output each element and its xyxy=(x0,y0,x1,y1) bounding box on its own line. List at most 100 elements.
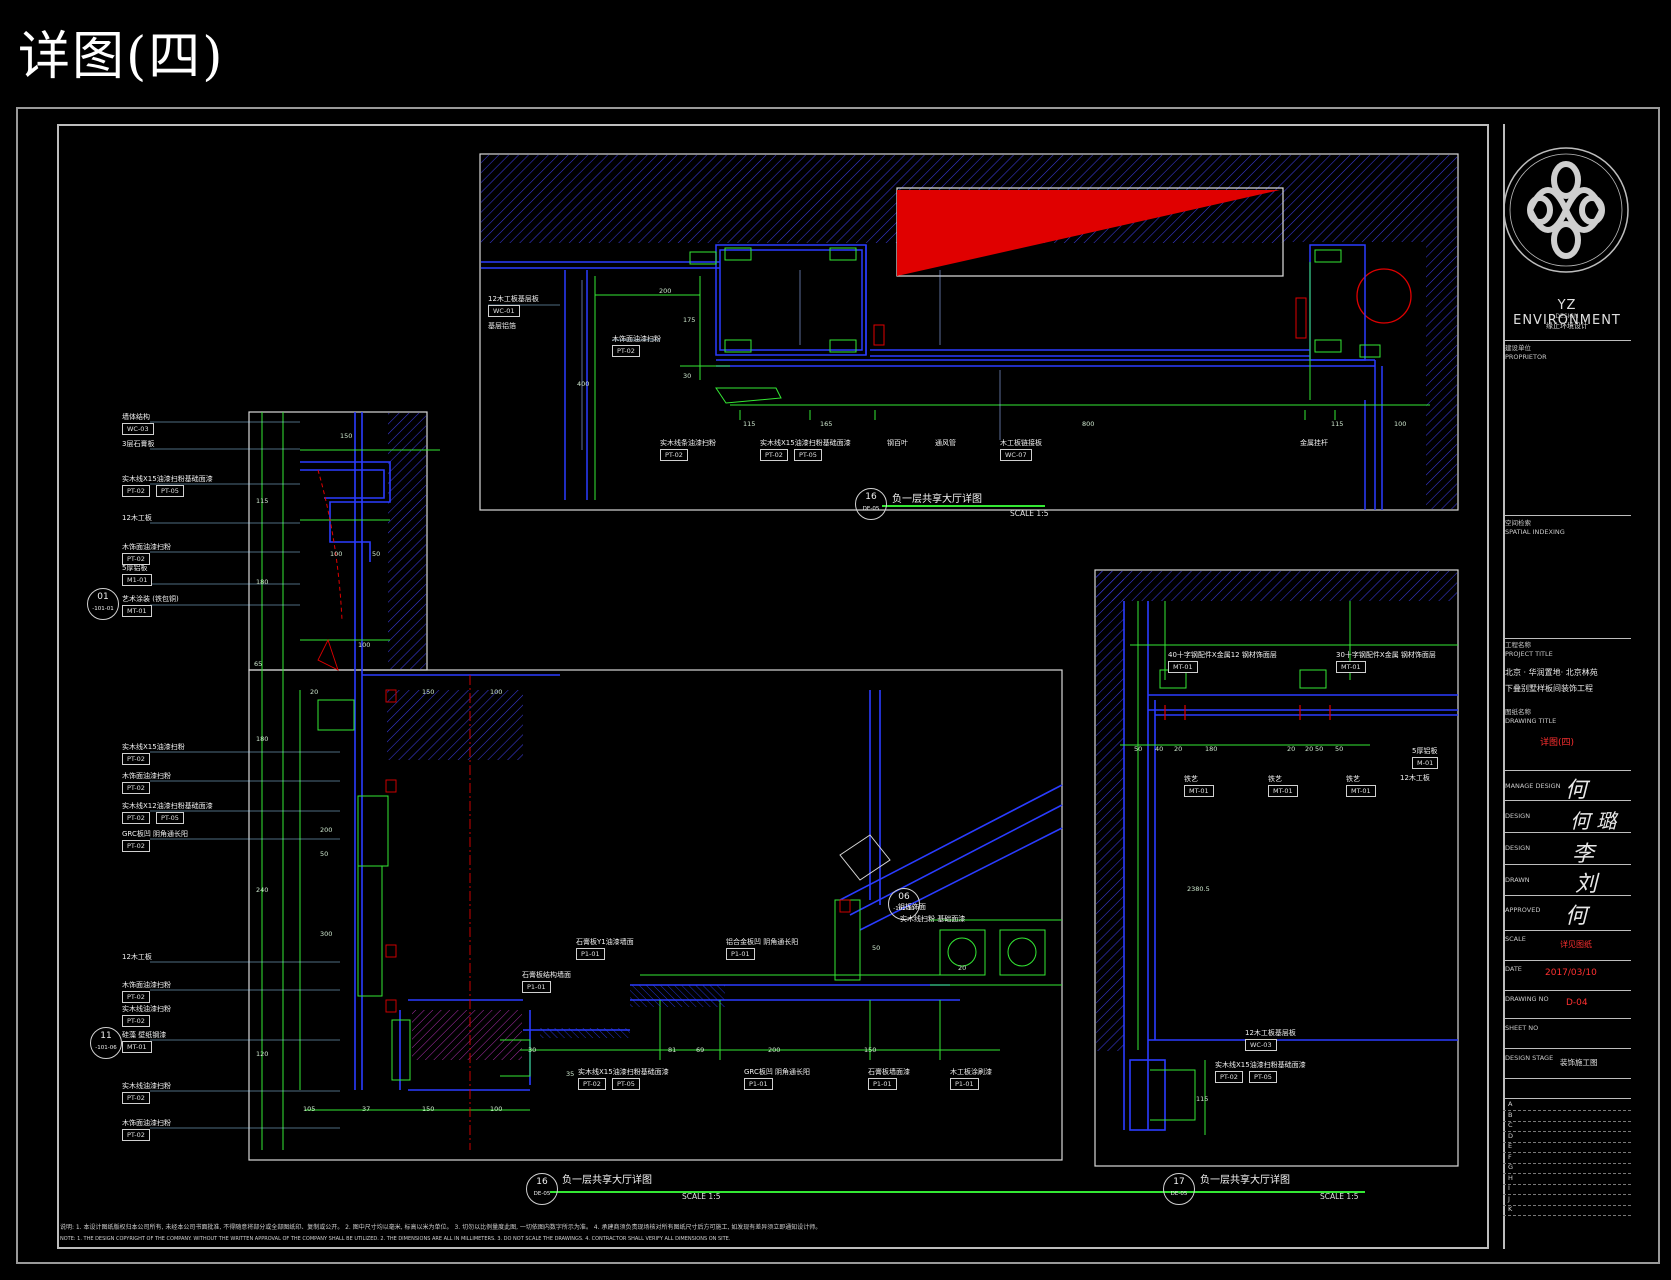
revision-row-A: A xyxy=(1508,1100,1513,1108)
revision-row-H: H xyxy=(1508,1173,1513,1182)
drawn-label: DRAWN xyxy=(1505,876,1530,884)
brand-name: YZ ENVIRONMENT xyxy=(1513,298,1621,328)
material-left-tag-15-0: PT-02 xyxy=(122,1092,150,1104)
material-top-label-8: 金属挂杆 xyxy=(1300,439,1328,447)
dimension-dims_left-5: 100 xyxy=(358,641,371,649)
revision-row-C: C xyxy=(1508,1121,1513,1129)
dimension-dims_mid-7: 20 xyxy=(958,964,967,972)
dimension-dims_right-8: 2380.5 xyxy=(1187,885,1210,893)
drawing-en: DRAWING TITLE xyxy=(1505,717,1557,725)
detail-17-drawing xyxy=(1094,569,1459,1167)
material-mid-label-0: 石膏板结构墙面 xyxy=(522,971,571,979)
project-cn: 工程名称 xyxy=(1505,641,1531,649)
material-right-tag-0-0: MT-01 xyxy=(1168,661,1198,673)
dimension-dims_top-3: 115 xyxy=(743,420,756,428)
material-top-label-1: 基层铝箔 xyxy=(488,322,516,330)
dimension-dims_mid-5: 35 xyxy=(566,1070,575,1078)
material-right-tag-7-0: WC-03 xyxy=(1245,1039,1277,1051)
dimension-dims_left-16: 105 xyxy=(303,1105,316,1113)
dimension-dims_left-17: 37 xyxy=(362,1105,371,1113)
material-mid-label-7: 石膏板墙面漆 xyxy=(868,1068,910,1076)
material-left-tag-10-0: PT-02 xyxy=(122,840,150,852)
material-top-label-0: 12木工板基层板 xyxy=(488,295,539,303)
dimension-dims_right-2: 20 xyxy=(1174,745,1183,753)
material-top-tag-2-0: PT-02 xyxy=(612,345,640,357)
revision-line-C xyxy=(1503,1131,1631,1132)
material-left-tag-5-0: M1-01 xyxy=(122,574,153,586)
design-label: DESIGN xyxy=(1505,812,1531,820)
dimension-dims_left-12: 50 xyxy=(320,850,329,858)
material-left-label-13: 实木线油漆扫粉 xyxy=(122,1005,171,1013)
dimension-dims_top-4: 165 xyxy=(820,420,833,428)
material-left-label-14: 硅藻 壁纸钢漆 xyxy=(122,1031,167,1039)
revision-line-D xyxy=(1503,1141,1631,1143)
design2-label: DESIGN xyxy=(1505,844,1531,852)
material-right-label-2: 5厚铝板 xyxy=(1412,747,1438,755)
material-right-tag-2-0: M-01 xyxy=(1412,757,1439,769)
detail-title-16-top: 负一层共享大厅详图 xyxy=(892,494,982,505)
material-top-label-5: 钢百叶 xyxy=(887,439,908,447)
material-mid-tag-0-0: P1-01 xyxy=(522,981,551,993)
dimension-dims_right-1: 40 xyxy=(1155,745,1164,753)
dimension-dims_left-14: 300 xyxy=(320,930,333,938)
date-value: 2017/03/10 xyxy=(1545,968,1597,978)
dimension-dims_mid-0: 30 xyxy=(528,1046,537,1054)
dimension-dims_right-6: 50 xyxy=(1315,745,1324,753)
revision-row-D: D xyxy=(1508,1131,1514,1140)
material-right-tag-1-0: MT-01 xyxy=(1336,661,1366,673)
material-left-label-16: 木饰面油漆扫粉 xyxy=(122,1119,171,1127)
material-left-tag-2-1: PT-05 xyxy=(156,485,184,497)
dimension-dims_right-5: 20 xyxy=(1305,745,1314,753)
material-right-label-8: 实木线X15油漆扫粉基础面漆 xyxy=(1215,1061,1306,1069)
detail-scale-16-top: SCALE 1:5 xyxy=(1010,509,1049,518)
material-mid-tag-8-0: P1-01 xyxy=(950,1078,979,1090)
material-left-tag-16-0: PT-02 xyxy=(122,1129,150,1141)
material-left-label-12: 木饰面油漆扫粉 xyxy=(122,981,171,989)
signature-drawn: 刘 xyxy=(1575,872,1598,897)
dimension-dims_top-5: 800 xyxy=(1082,420,1095,428)
revision-line-B xyxy=(1503,1120,1631,1122)
drawing-name: 详图(四) xyxy=(1540,738,1575,748)
revision-row-E: E xyxy=(1508,1142,1513,1150)
revision-row-J: J xyxy=(1508,1194,1510,1203)
material-top-tag-4-1: PT-05 xyxy=(794,449,822,461)
dimension-dims_left-4: 180 xyxy=(256,578,269,586)
dimension-dims_left-7: 20 xyxy=(310,688,319,696)
callout-11: 11-101-06 xyxy=(90,1027,122,1059)
material-left-label-11: 12木工板 xyxy=(122,953,152,961)
material-mid-tag-6-0: P1-01 xyxy=(744,1078,773,1090)
detail-16-left-drawing xyxy=(248,411,1063,1161)
material-left-tag-0-0: WC-03 xyxy=(122,423,154,435)
signature-manage: 何 xyxy=(1565,778,1588,803)
revision-line-F xyxy=(1503,1162,1631,1164)
material-top-label-3: 实木线条油漆扫粉 xyxy=(660,439,716,447)
material-left-label-3: 12木工板 xyxy=(122,514,152,522)
material-right-label-6: 铁艺 xyxy=(1346,775,1360,783)
project-name-1: 北京 · 华润置地· 北京林苑 xyxy=(1505,668,1598,677)
date-label: DATE xyxy=(1505,965,1522,973)
dimension-dims_mid-4: 150 xyxy=(864,1046,877,1054)
drawing-outer-frame xyxy=(16,107,1660,1264)
dimension-dims_left-18: 150 xyxy=(422,1105,435,1113)
revision-row-K: K xyxy=(1508,1205,1513,1213)
material-top-tag-0-0: WC-01 xyxy=(488,305,520,317)
material-left-tag-2-0: PT-02 xyxy=(122,485,150,497)
revision-line-E xyxy=(1503,1152,1631,1153)
revision-row-B: B xyxy=(1508,1110,1513,1119)
material-left-label-6: 艺术涂装 (铁包铜) xyxy=(122,595,179,603)
spatial-cn: 空间检索 xyxy=(1505,519,1531,527)
approved-label: APPROVED xyxy=(1505,906,1541,914)
material-top-tag-3-0: PT-02 xyxy=(660,449,688,461)
material-left-tag-9-1: PT-05 xyxy=(156,812,184,824)
revision-row-F: F xyxy=(1508,1152,1512,1161)
material-right-tag-6-0: MT-01 xyxy=(1346,785,1376,797)
material-mid-label-6: GRC板凹 阴角通长阳 xyxy=(744,1068,811,1076)
material-left-label-8: 木饰面油漆扫粉 xyxy=(122,772,171,780)
spatial-en: SPATIAL INDEXING xyxy=(1505,528,1565,536)
material-left-tag-12-0: PT-02 xyxy=(122,991,150,1003)
material-left-label-7: 实木线X15油漆扫粉 xyxy=(122,743,185,751)
material-top-label-2: 木饰面油漆扫粉 xyxy=(612,335,661,343)
